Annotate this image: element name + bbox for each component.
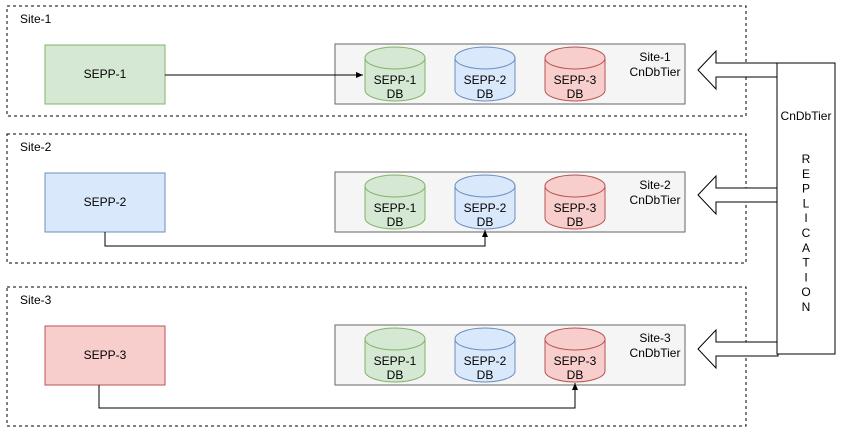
sepp-label: SEPP-1 [84, 67, 127, 81]
db-cylinder: SEPP-2DB [454, 174, 516, 230]
db-label: SEPP-3 [554, 73, 597, 87]
db-sublabel: DB [477, 87, 494, 101]
cndbtier-site-label: Site-2 [639, 178, 671, 192]
cndbtier-label: CnDbTier [630, 193, 681, 207]
site-label: Site-2 [20, 140, 52, 154]
sepp-label: SEPP-2 [84, 195, 127, 209]
db-cylinder: SEPP-1DB [364, 46, 426, 102]
site-container [6, 5, 747, 117]
db-label: SEPP-1 [374, 73, 417, 87]
db-cylinder: SEPP-2DB [454, 327, 516, 383]
site-label: Site-3 [20, 293, 52, 307]
replication-letter: R [802, 152, 811, 166]
sepp-to-db-connector [104, 230, 488, 247]
replication-letter: A [802, 241, 810, 255]
replication-letter: I [804, 211, 807, 225]
db-cylinder: SEPP-1DB [364, 174, 426, 230]
sepp-box [44, 325, 166, 386]
site-2-group: Site-2SEPP-2Site-2CnDbTierSEPP-1DBSEPP-2… [6, 133, 779, 264]
db-cylinder: SEPP-2DB [454, 46, 516, 102]
db-sublabel: DB [387, 87, 404, 101]
replication-panel [776, 62, 836, 355]
db-label: SEPP-1 [374, 354, 417, 368]
site-label: Site-1 [20, 12, 52, 26]
replication-arrow [697, 328, 779, 370]
sepp-label: SEPP-3 [84, 348, 127, 362]
db-label: SEPP-2 [464, 354, 507, 368]
sepp-box [44, 44, 166, 105]
cndbtier-site-label: Site-3 [639, 331, 671, 345]
db-cylinder: SEPP-3DB [544, 327, 606, 383]
cndbtier-label: CnDbTier [630, 65, 681, 79]
replication-title: CnDbTier [781, 109, 832, 123]
db-sublabel: DB [387, 215, 404, 229]
site-container [6, 286, 747, 427]
replication-letter: C [802, 226, 811, 240]
site-3-group: Site-3SEPP-3Site-3CnDbTierSEPP-1DBSEPP-2… [6, 286, 779, 427]
db-sublabel: DB [567, 87, 584, 101]
sepp-to-db-connector [98, 383, 578, 409]
db-sublabel: DB [567, 215, 584, 229]
replication-letter: T [802, 256, 810, 270]
replication-letter: E [802, 167, 810, 181]
db-sublabel: DB [387, 368, 404, 382]
cndbtier-site-label: Site-1 [639, 50, 671, 64]
db-label: SEPP-1 [374, 201, 417, 215]
db-label: SEPP-3 [554, 201, 597, 215]
db-sublabel: DB [477, 368, 494, 382]
cndbtier-label: CnDbTier [630, 346, 681, 360]
db-sublabel: DB [567, 368, 584, 382]
db-cylinder: SEPP-3DB [544, 174, 606, 230]
replication-arrow [697, 49, 779, 91]
sepp-box [44, 172, 166, 233]
db-sublabel: DB [477, 215, 494, 229]
db-label: SEPP-3 [554, 354, 597, 368]
replication-letter: P [802, 182, 810, 196]
db-label: SEPP-2 [464, 73, 507, 87]
db-cylinder: SEPP-3DB [544, 46, 606, 102]
replication-letter: L [803, 196, 810, 210]
db-label: SEPP-2 [464, 201, 507, 215]
replication-arrow [697, 174, 779, 216]
replication-letter: I [804, 270, 807, 284]
db-cylinder: SEPP-1DB [364, 327, 426, 383]
site-1-group: Site-1SEPP-1Site-1CnDbTierSEPP-1DBSEPP-2… [6, 5, 779, 117]
site-container [6, 133, 747, 264]
replication-letter: O [801, 285, 810, 299]
replication-letter: N [802, 300, 811, 314]
